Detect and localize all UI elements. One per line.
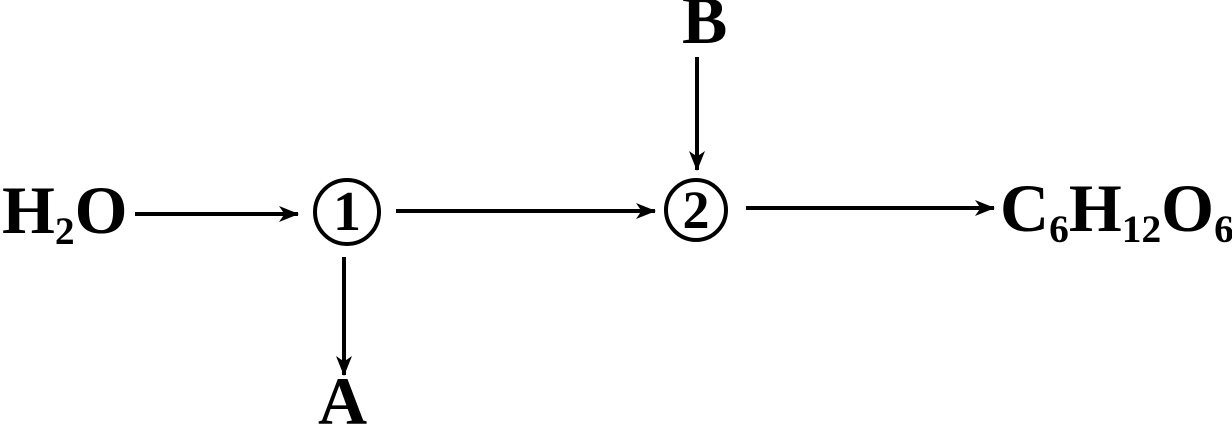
step1-circle-node: 1 — [313, 178, 381, 246]
glucose-base-1: C — [1000, 170, 1050, 246]
step2-number-label: 2 — [682, 180, 710, 240]
step2-circle-node: 2 — [664, 178, 728, 242]
water-formula-label: H2O — [2, 176, 128, 251]
substance-a-label: A — [318, 363, 368, 434]
water-base-1: H — [2, 172, 55, 248]
glucose-subscript-3: 6 — [1214, 207, 1232, 252]
water-subscript-1: 2 — [54, 209, 75, 254]
substance-b-label: B — [682, 0, 728, 58]
glucose-base-2: H — [1068, 170, 1122, 246]
step1-number-label: 1 — [333, 181, 361, 243]
glucose-subscript-2: 12 — [1121, 207, 1162, 252]
glucose-subscript-1: 6 — [1049, 207, 1069, 252]
water-base-2: O — [74, 172, 128, 248]
glucose-base-3: O — [1161, 170, 1215, 246]
glucose-formula-label: C6H12O6 — [1000, 174, 1232, 249]
